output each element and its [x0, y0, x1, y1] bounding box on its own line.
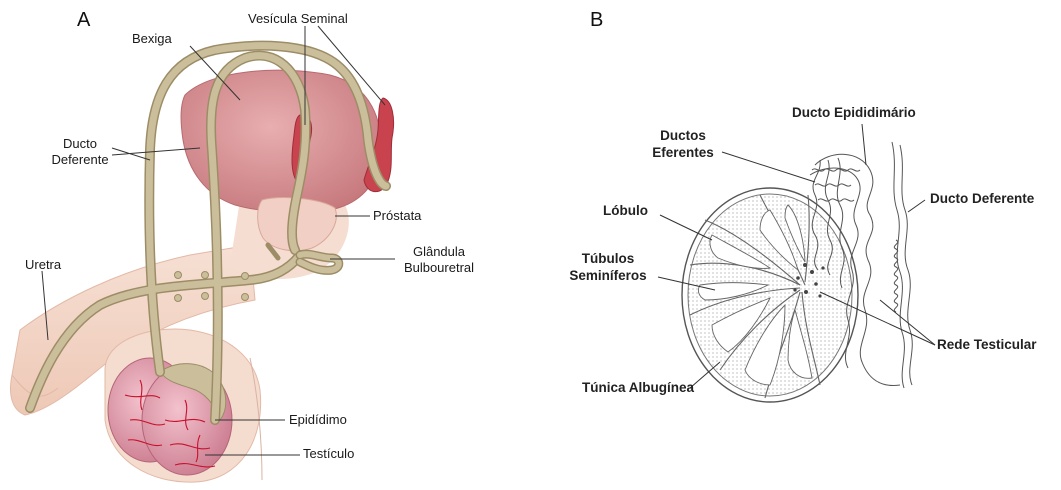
vas-deferens [892, 142, 912, 388]
label-prostata: Próstata [373, 208, 421, 224]
label-ductos-eferentes-line1: Ductos [642, 128, 724, 144]
label-testiculo: Testículo [303, 446, 354, 462]
label-uretra: Uretra [25, 257, 61, 273]
panel-b-illustration [658, 124, 935, 402]
label-glandula-line2: Bulbouretral [396, 260, 482, 276]
label-tunica-albuginea: Túnica Albugínea [582, 380, 694, 396]
label-vesicula-seminal: Vesícula Seminal [248, 11, 348, 27]
label-glandula-line1: Glândula [396, 244, 482, 260]
label-tubulos-line1: Túbulos [560, 251, 656, 267]
panel-a-letter: A [77, 9, 90, 32]
label-ducto-epididimario: Ducto Epididimário [792, 105, 916, 121]
label-tubulos-line2: Seminíferos [560, 268, 656, 284]
panel-b-letter: B [590, 9, 603, 32]
label-ducto-deferente-line1: Ducto [48, 136, 112, 152]
label-epididimo: Epidídimo [289, 412, 347, 428]
label-ducto-deferente-line2: Deferente [48, 152, 112, 168]
label-bexiga: Bexiga [132, 31, 172, 47]
label-rede-testicular: Rede Testicular [937, 337, 1037, 353]
label-lobulo: Lóbulo [603, 203, 648, 219]
label-ducto-deferente-b: Ducto Deferente [930, 191, 1034, 207]
label-ductos-eferentes-line2: Eferentes [642, 145, 724, 161]
